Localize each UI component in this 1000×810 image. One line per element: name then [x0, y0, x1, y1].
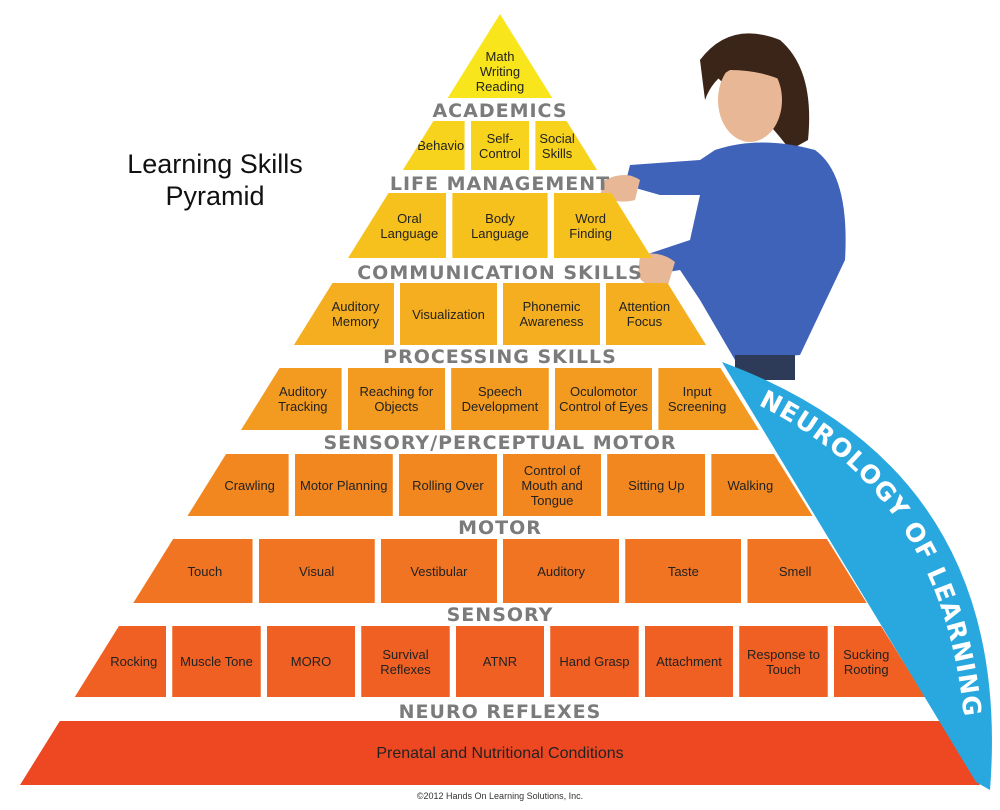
- skill-box: Rolling Over: [398, 454, 497, 516]
- pyramid-title: Learning Skills Pyramid: [127, 149, 303, 211]
- section-label-sensory: SENSORY: [446, 604, 554, 626]
- skill-box: Auditory Tracking: [240, 368, 342, 430]
- skill-box: Phonemic Awareness: [503, 283, 601, 345]
- skill-box: Visual: [258, 539, 375, 603]
- section-label-sensory-perceptual-motor: SENSORY/PERCEPTUAL MOTOR: [323, 432, 677, 454]
- skill-box: Hand Grasp: [550, 626, 639, 697]
- skill-box: ATNR: [455, 626, 545, 697]
- skill-box: Attachment: [644, 626, 734, 697]
- skill-box: Sitting Up: [607, 454, 706, 516]
- skill-box: Self-Control: [470, 121, 530, 170]
- skill-box: Motor Planning: [294, 454, 393, 516]
- section-label-motor: MOTOR: [458, 517, 542, 539]
- section-label-communication-skills: COMMUNICATION SKILLS: [357, 262, 643, 284]
- skill-box: Control of Mouth and Tongue: [503, 454, 602, 516]
- skill-box: MORO: [266, 626, 356, 697]
- section-label-academics: ACADEMICS: [432, 100, 568, 122]
- skill-box: Oculomotor Control of Eyes: [554, 368, 653, 430]
- skill-box: Auditory: [503, 539, 620, 603]
- skill-box: Speech Development: [451, 368, 549, 430]
- base-prenatal: Prenatal and Nutritional Conditions: [19, 721, 981, 785]
- skill-box: Response to Touch: [739, 626, 828, 697]
- skill-box: Taste: [625, 539, 742, 603]
- skill-box: Visualization: [399, 283, 497, 345]
- skill-box: Muscle Tone: [172, 626, 261, 697]
- section-label-processing-skills: PROCESSING SKILLS: [383, 346, 617, 368]
- section-label-neuro-reflexes: NEURO REFLEXES: [398, 701, 602, 723]
- neurology-band-shape: [722, 362, 992, 790]
- copyright: ©2012 Hands On Learning Solutions, Inc.: [416, 791, 584, 801]
- skill-box: Survival Reflexes: [361, 626, 450, 697]
- skill-box: Body Language: [452, 193, 548, 258]
- skill-box: Vestibular: [380, 539, 497, 603]
- section-label-life-management: LIFE MANAGEMENT: [389, 173, 611, 195]
- skill-box: Reaching for Objects: [347, 368, 446, 430]
